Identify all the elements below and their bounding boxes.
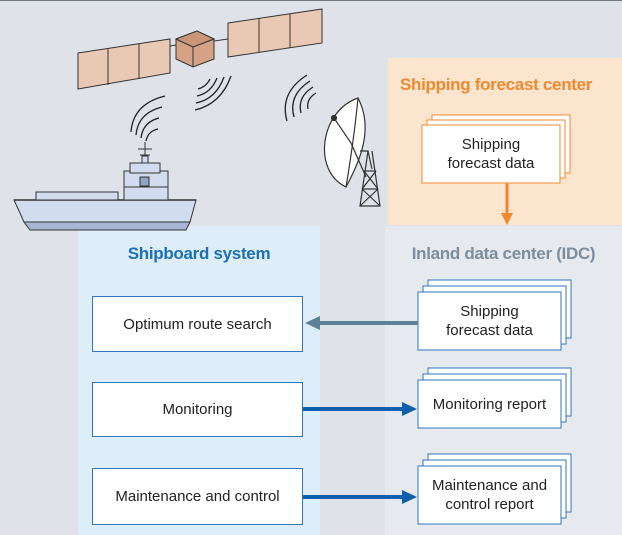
arrow-forecast-to-idc <box>501 183 513 225</box>
satellite-dish-icon <box>323 97 381 207</box>
ship-icon <box>13 142 197 231</box>
signal-waves-icon <box>194 75 232 111</box>
forecast-data-label: Shipping forecast data <box>447 136 535 172</box>
signal-waves-icon <box>130 95 166 142</box>
idc-forecast-document-stack <box>417 279 572 351</box>
maintenance-and-control-box: Maintenance and control <box>92 468 303 525</box>
monitoring-report-label: Monitoring report <box>432 395 547 413</box>
shipping-forecast-center-title: Shipping forecast center <box>400 75 593 94</box>
shipboard-system-title: Shipboard system <box>127 244 271 263</box>
monitoring-box: Monitoring <box>92 382 303 437</box>
idc-maintenance-document-stack <box>417 453 572 525</box>
idc-monitoring-document-stack <box>417 367 572 429</box>
idc-forecast-data-label: Shipping forecast data <box>446 303 533 339</box>
maintenance-control-report-label: Maintenance and control report <box>431 477 548 513</box>
inland-data-center-title: Inland data center (IDC) <box>411 244 596 263</box>
optimum-route-search-box: Optimum route search <box>92 296 303 352</box>
arrow-maintenance-to-idc <box>302 490 417 504</box>
arrow-idc-to-route-search <box>305 316 418 330</box>
arrow-monitoring-to-idc <box>302 402 417 416</box>
forecast-document-stack <box>421 114 571 184</box>
signal-waves-icon <box>284 74 317 122</box>
satellite-icon <box>77 8 323 90</box>
